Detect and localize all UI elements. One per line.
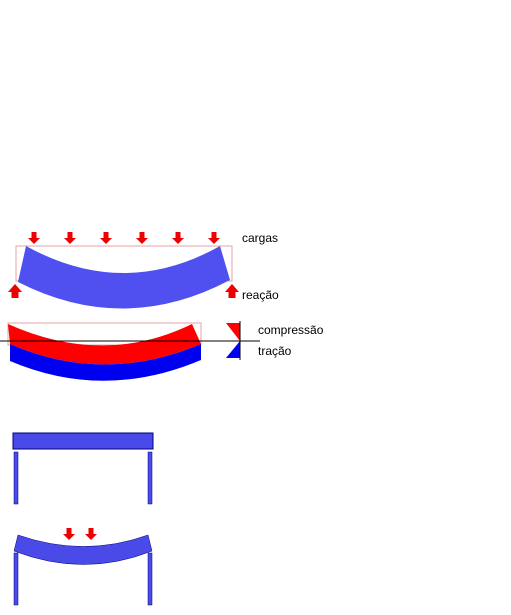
frame-column-left <box>14 452 18 504</box>
frame-beam-straight <box>13 433 153 449</box>
point-load-arrow <box>85 528 97 540</box>
compression-stress-triangle <box>226 323 240 341</box>
load-arrow <box>100 232 112 244</box>
tension-stress-triangle <box>226 341 240 358</box>
load-arrow <box>172 232 184 244</box>
bent-frame-column-right <box>148 553 152 605</box>
load-arrow <box>136 232 148 244</box>
point-load-arrow <box>63 528 75 540</box>
deflected-beam <box>18 246 230 309</box>
loads-label: cargas <box>242 231 278 245</box>
reaction-arrow-right <box>225 284 239 298</box>
load-arrows <box>28 232 220 244</box>
tension-label: tração <box>258 344 292 358</box>
load-arrow <box>64 232 76 244</box>
load-arrow <box>208 232 220 244</box>
compression-label: compressão <box>258 323 324 337</box>
stress-beam-group: compressão tração <box>0 321 324 381</box>
reaction-label: reação <box>242 288 279 302</box>
frame-beam-bent <box>14 535 152 565</box>
loaded-frame-group <box>14 528 152 605</box>
loaded-beam-group: cargas reação <box>8 231 279 309</box>
frame-column-right <box>148 452 152 504</box>
point-load-arrows <box>63 528 97 540</box>
bent-frame-column-left <box>14 553 18 605</box>
reaction-arrow-left <box>8 284 22 298</box>
unloaded-frame-group <box>13 433 153 504</box>
load-arrow <box>28 232 40 244</box>
